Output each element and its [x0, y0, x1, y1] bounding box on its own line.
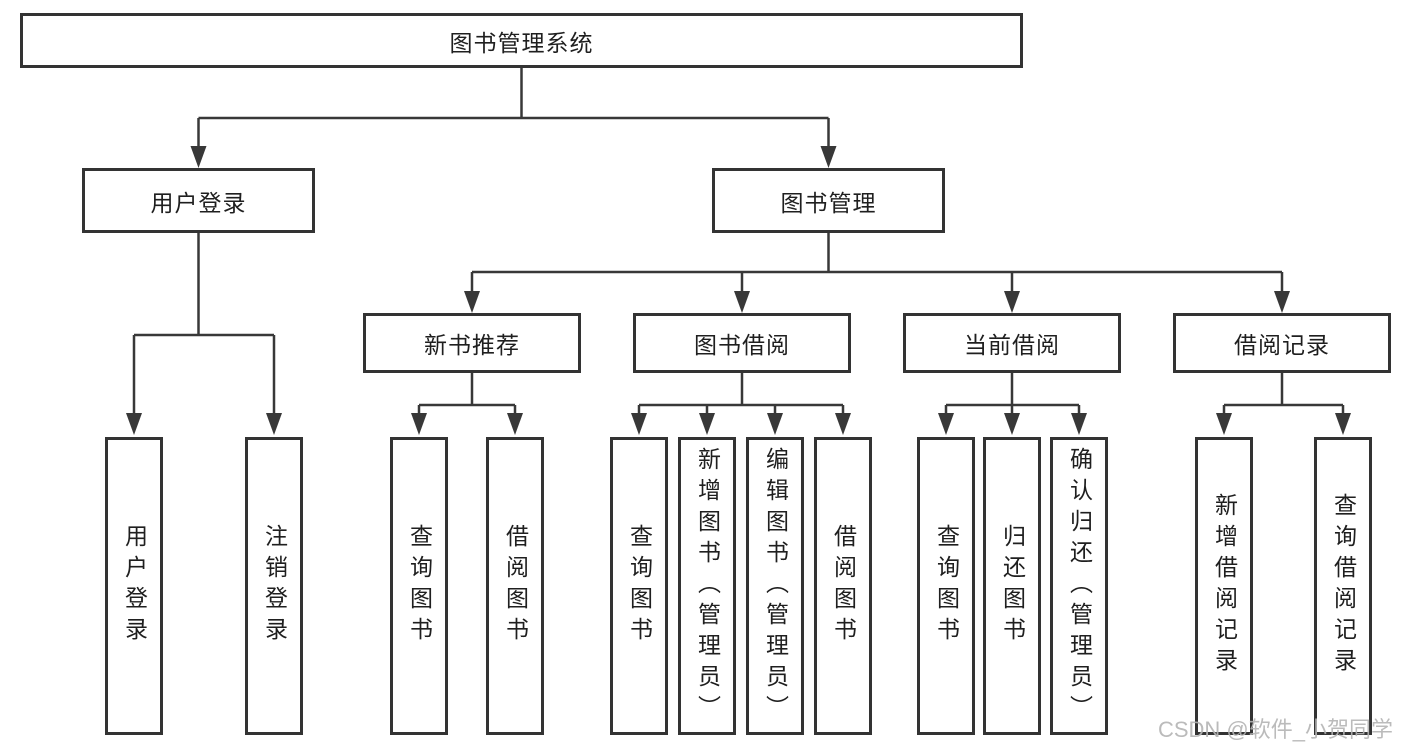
node-new-book-recommend: 新书推荐 [363, 313, 581, 373]
node-book-management: 图书管理 [712, 168, 945, 233]
leaf-label: 借阅图书 [830, 524, 857, 648]
leaf-label: 编辑图书（管理员） [762, 446, 789, 726]
leaf-label: 用户登录 [121, 524, 148, 648]
leaf-label: 新增借阅记录 [1211, 493, 1238, 679]
leaf-label: 新增图书（管理员） [694, 446, 721, 726]
leaf-confirm-return-admin: 确认归还（管理员） [1050, 437, 1108, 735]
leaf-label: 查询图书 [626, 524, 653, 648]
node-current-borrow: 当前借阅 [903, 313, 1121, 373]
arrowheads [126, 146, 1351, 435]
leaf-user-login: 用户登录 [105, 437, 163, 735]
leaf-label: 查询图书 [406, 524, 433, 648]
leaf-label: 查询图书 [933, 524, 960, 648]
node-label: 图书管理 [780, 189, 877, 216]
node-borrow-record: 借阅记录 [1173, 313, 1391, 373]
leaf-borrow-books: 借阅图书 [814, 437, 872, 735]
node-label: 新书推荐 [424, 332, 520, 358]
node-user-login: 用户登录 [82, 168, 315, 233]
node-label: 当前借阅 [964, 332, 1060, 358]
leaf-query-books: 查询图书 [610, 437, 668, 735]
leaf-return-books: 归还图书 [983, 437, 1041, 735]
leaf-label: 查询借阅记录 [1330, 493, 1357, 679]
leaf-query-books-current: 查询图书 [917, 437, 975, 735]
node-label: 用户登录 [150, 189, 247, 216]
leaf-label: 确认归还（管理员） [1066, 446, 1093, 726]
leaf-label: 借阅图书 [502, 524, 529, 648]
leaf-query-borrow-record: 查询借阅记录 [1314, 437, 1372, 735]
node-book-borrow: 图书借阅 [633, 313, 851, 373]
node-label: 图书管理系统 [449, 29, 594, 56]
leaf-add-borrow-record: 新增借阅记录 [1195, 437, 1253, 735]
leaf-logout: 注销登录 [245, 437, 303, 735]
leaf-label: 注销登录 [261, 524, 288, 648]
node-label: 借阅记录 [1234, 332, 1330, 358]
leaf-label: 归还图书 [999, 524, 1026, 648]
node-label: 图书借阅 [694, 332, 790, 358]
leaf-borrow-books-recommend: 借阅图书 [486, 437, 544, 735]
leaf-query-books-recommend: 查询图书 [390, 437, 448, 735]
node-root: 图书管理系统 [20, 13, 1023, 68]
leaf-edit-books-admin: 编辑图书（管理员） [746, 437, 804, 735]
watermark: CSDN @软件_小贺同学 [1157, 717, 1393, 742]
leaf-add-books-admin: 新增图书（管理员） [678, 437, 736, 735]
